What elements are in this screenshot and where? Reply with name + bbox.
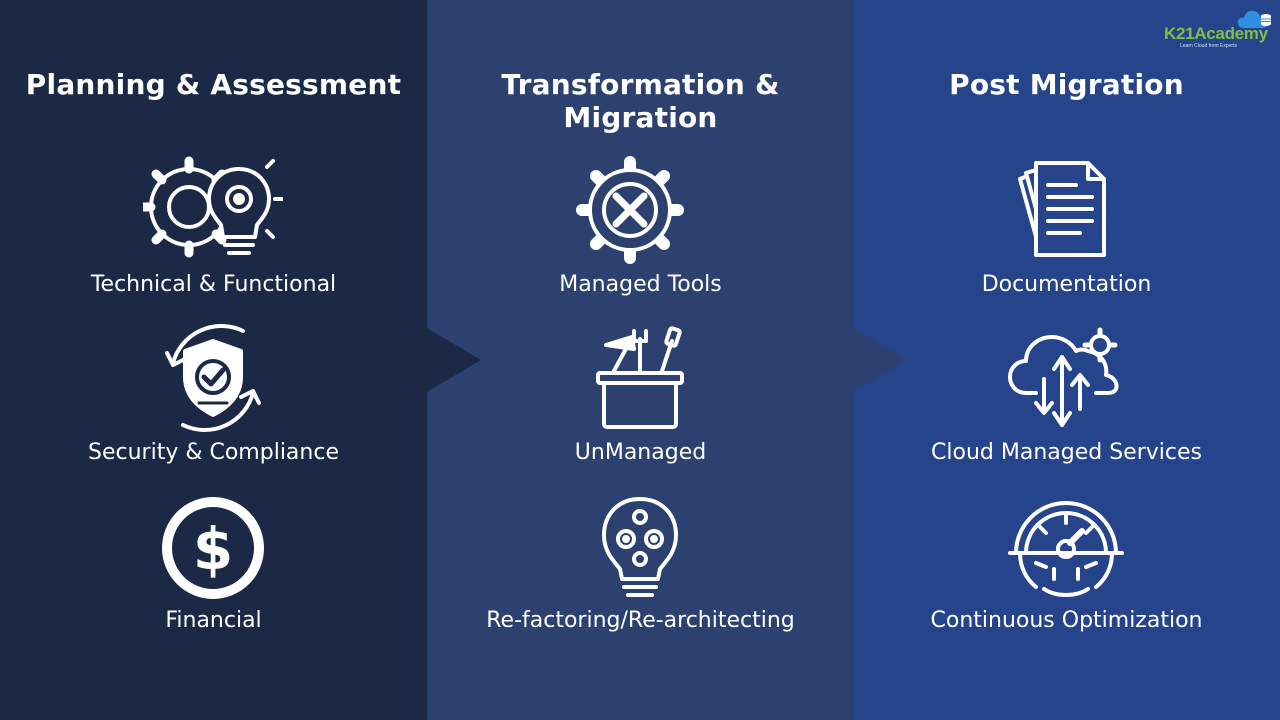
toolbox-icon — [570, 323, 710, 433]
cloud-arrows-icon — [996, 323, 1136, 433]
k21academy-logo: K21Academy Learn Cloud from Experts — [1160, 8, 1272, 52]
documents-icon — [996, 155, 1136, 265]
item-label-financial: Financial — [165, 608, 262, 633]
item-label-cloud-managed-services: Cloud Managed Services — [931, 440, 1202, 465]
gear-tools-icon — [570, 155, 710, 265]
item-label-refactoring: Re-factoring/Re-architecting — [486, 608, 795, 633]
cloud-logo-icon — [1237, 10, 1271, 28]
column-title-transformation: Transformation & Migration — [501, 68, 780, 134]
item-label-managed-tools: Managed Tools — [559, 272, 722, 297]
gear-lightbulb-icon — [143, 155, 283, 265]
lightbulb-gears-icon — [570, 493, 710, 603]
item-label-security-compliance: Security & Compliance — [88, 440, 339, 465]
item-label-continuous-optimization: Continuous Optimization — [930, 608, 1203, 633]
chevron-arrow-2 — [853, 328, 907, 392]
shield-check-icon — [143, 323, 283, 433]
item-label-technical-functional: Technical & Functional — [90, 272, 337, 297]
panel-post-migration — [853, 0, 1280, 720]
item-label-documentation: Documentation — [981, 272, 1152, 297]
column-title-planning: Planning & Assessment — [25, 68, 402, 101]
item-label-unmanaged: UnManaged — [574, 440, 707, 465]
gauge-gear-icon — [996, 493, 1136, 603]
chevron-arrow-1 — [427, 328, 481, 392]
column-title-post-migration: Post Migration — [949, 68, 1184, 101]
dollar-coin-icon: $ — [143, 493, 283, 603]
svg-text:$: $ — [193, 515, 233, 583]
logo-tagline: Learn Cloud from Experts — [1180, 43, 1237, 49]
logo-name: K21Academy — [1164, 24, 1268, 43]
